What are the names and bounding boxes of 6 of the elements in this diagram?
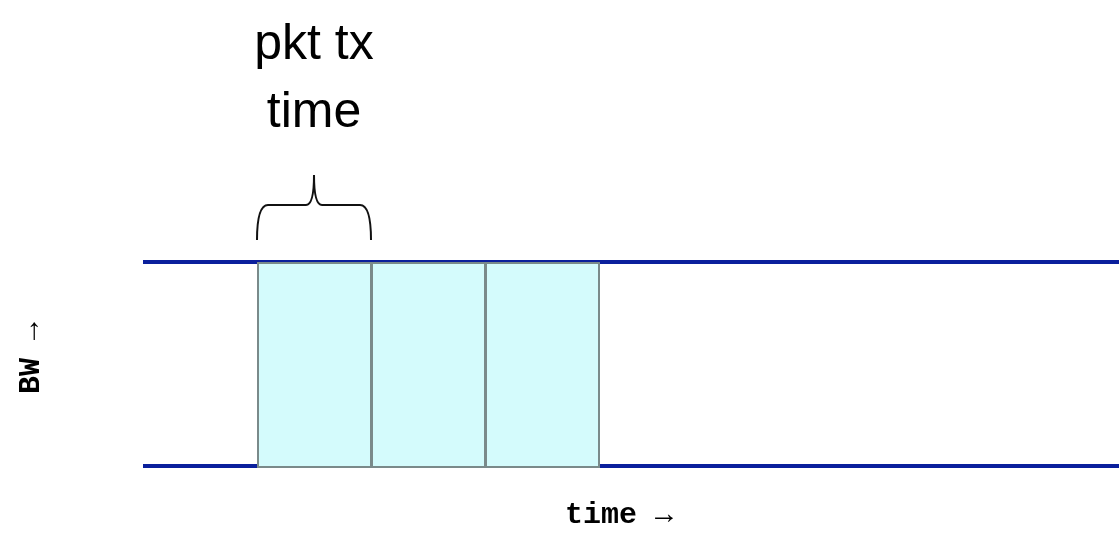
packet-box [371, 262, 486, 468]
time-label: pkt tx time [253, 13, 375, 140]
packet-box [485, 262, 600, 468]
axis-label: time → [565, 498, 674, 532]
packet-box [257, 262, 372, 468]
axis-label: BW → [14, 322, 48, 394]
